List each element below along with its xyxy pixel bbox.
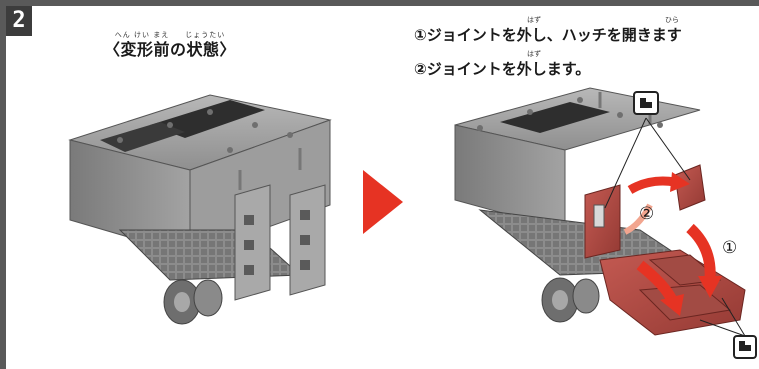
before-state-label: 〈変形前の状態〉	[103, 40, 236, 59]
instruction-line-2: はず ②ジョイントを外します。	[414, 50, 591, 79]
instruction-line-1: はず ひら ①ジョイントを外し、ハッチを開きます	[414, 16, 682, 45]
trailer-after-model	[454, 87, 746, 336]
joint-part-icon-lower	[733, 335, 757, 359]
joint-part-icon	[633, 91, 659, 115]
before-state-ruby: へん けい まえ じょうたい	[114, 31, 226, 39]
trailer-before-model	[68, 94, 332, 325]
ruby-hazu-2: はず	[527, 50, 541, 58]
leader-lines	[604, 117, 746, 337]
curved-arrow-joint	[623, 203, 653, 235]
curved-red-arrow-hatch-1	[686, 223, 722, 298]
marker-1: ①	[722, 238, 737, 258]
before-state-caption: へん けい まえ じょうたい 〈変形前の状態〉	[100, 30, 240, 60]
instruction-text-2: ②ジョイントを外します。	[414, 60, 591, 78]
instruction-text-1: ①ジョイントを外し、ハッチを開きます	[414, 26, 682, 44]
ruby-hazu-1: はず	[527, 16, 541, 24]
frame-left-bar	[0, 0, 6, 369]
curved-red-arrow-upper	[627, 172, 690, 194]
step-number-badge: 2	[6, 6, 32, 36]
curved-red-arrow-hatch-2	[636, 260, 684, 316]
play-arrow-icon	[363, 170, 403, 234]
ruby-hira: ひら	[665, 16, 679, 24]
marker-2: ②	[639, 204, 654, 224]
frame-top-bar	[0, 0, 759, 6]
